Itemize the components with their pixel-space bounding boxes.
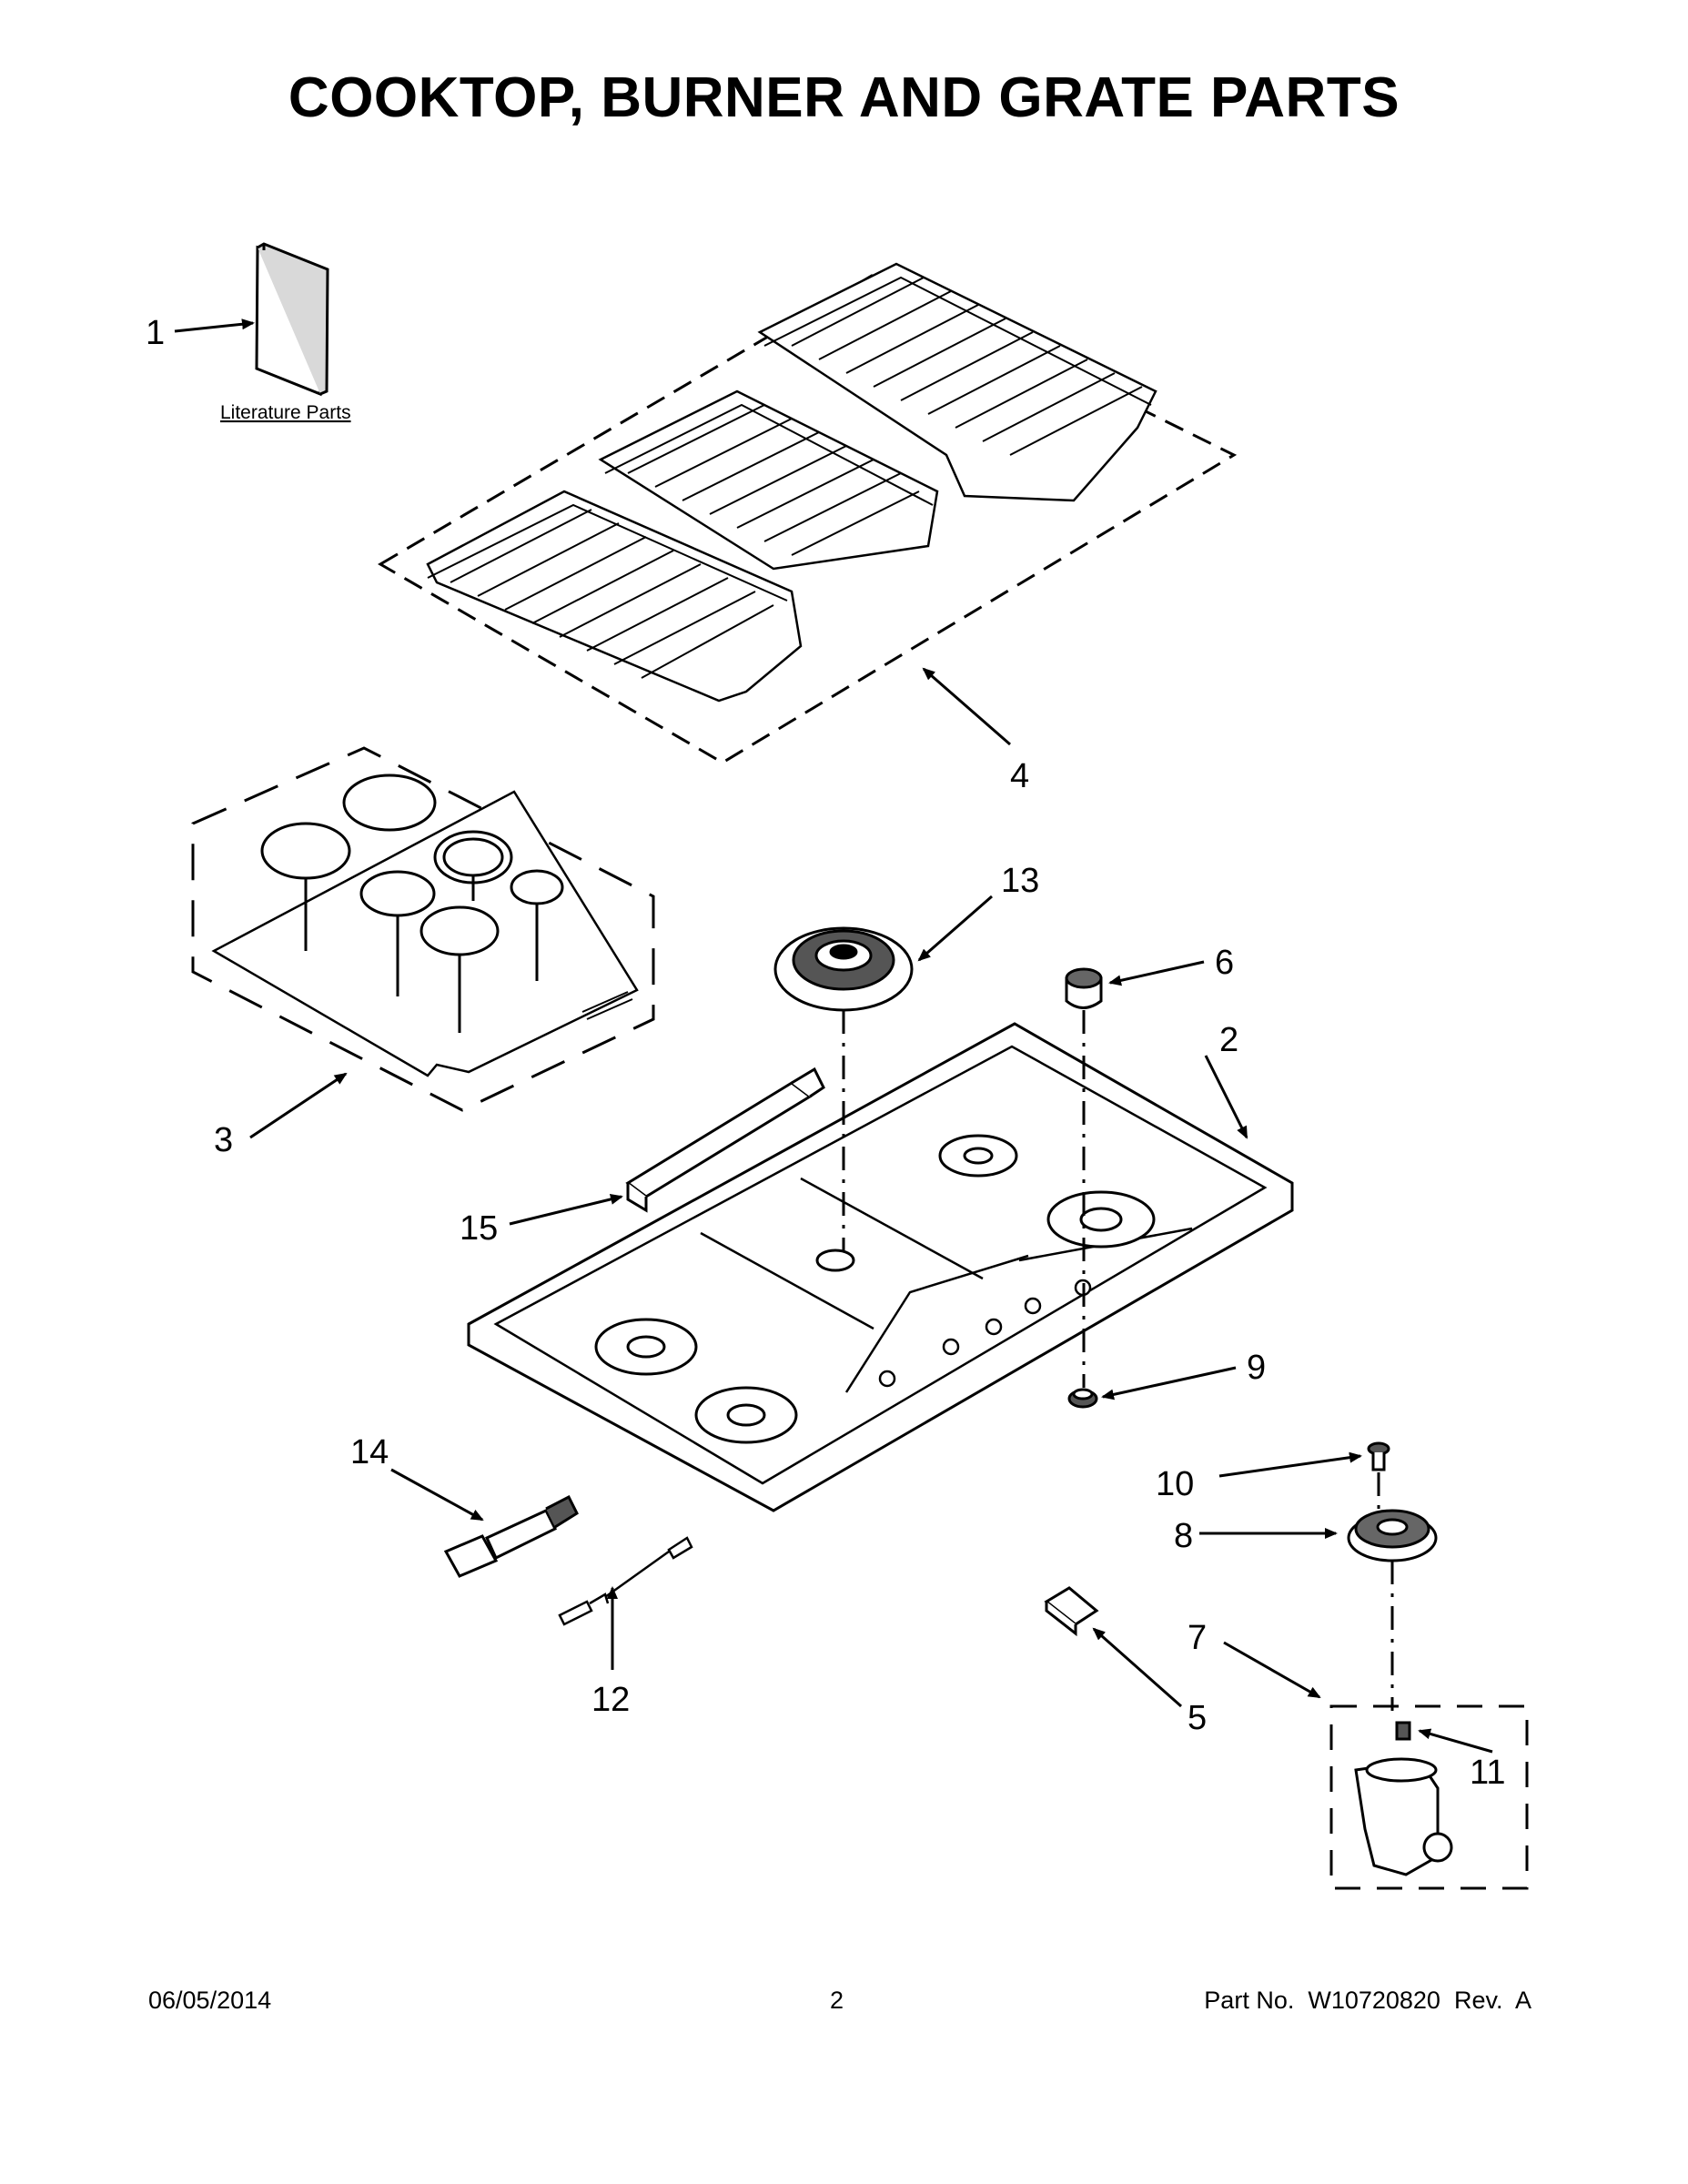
cooktop-base [467, 1022, 1294, 1512]
electrode-14 [443, 1494, 579, 1578]
grommet-9 [1067, 1388, 1098, 1409]
callout-13: 13 [1001, 862, 1039, 900]
clip-5 [1044, 1586, 1099, 1637]
burner-base-8 [1347, 1509, 1438, 1562]
callout-14: 14 [350, 1433, 389, 1471]
callout-9: 9 [1247, 1349, 1266, 1387]
callout-2: 2 [1219, 1021, 1238, 1059]
cooktop-burner-openings [594, 1134, 1156, 1444]
leader-arrows [174, 318, 1493, 1754]
callout-8: 8 [1174, 1517, 1193, 1555]
literature-parts-label: Literature Parts [220, 402, 351, 423]
callout-12: 12 [591, 1681, 630, 1719]
callout-6: 6 [1215, 944, 1234, 982]
burner-rings [260, 774, 564, 956]
callout-11: 11 [1470, 1754, 1505, 1792]
callout-3: 3 [214, 1121, 233, 1159]
callout-labels: 1 2 3 4 5 6 7 8 9 10 11 12 13 14 15 [146, 314, 1505, 1792]
burner-head-13 [773, 926, 914, 1012]
control-knob-6 [1065, 967, 1103, 1009]
spark-module-15 [625, 1067, 825, 1213]
burner-ring-posts [304, 875, 539, 1033]
assembly-lines [842, 1010, 1394, 1711]
callout-1: 1 [146, 314, 165, 352]
callout-5: 5 [1188, 1699, 1207, 1737]
orifice-11 [1395, 1721, 1411, 1741]
control-knob-holes [878, 1279, 1092, 1388]
grate-bars [450, 277, 1143, 679]
valve-housing-7 [1329, 1704, 1529, 1890]
callout-10: 10 [1156, 1465, 1194, 1503]
footer-page-number: 2 [830, 1987, 844, 2014]
screw-10 [1367, 1441, 1390, 1471]
callout-4: 4 [1010, 757, 1029, 795]
callout-15: 15 [460, 1209, 498, 1248]
footer-part-number: Part No. W10720820 Rev. A [1204, 1987, 1531, 2014]
literature-parts-booklet [255, 242, 329, 397]
page-title: COOKTOP, BURNER AND GRATE PARTS [288, 66, 1400, 129]
footer-date: 06/05/2014 [148, 1987, 272, 2014]
callout-7: 7 [1188, 1619, 1207, 1657]
igniter-12 [558, 1536, 693, 1626]
